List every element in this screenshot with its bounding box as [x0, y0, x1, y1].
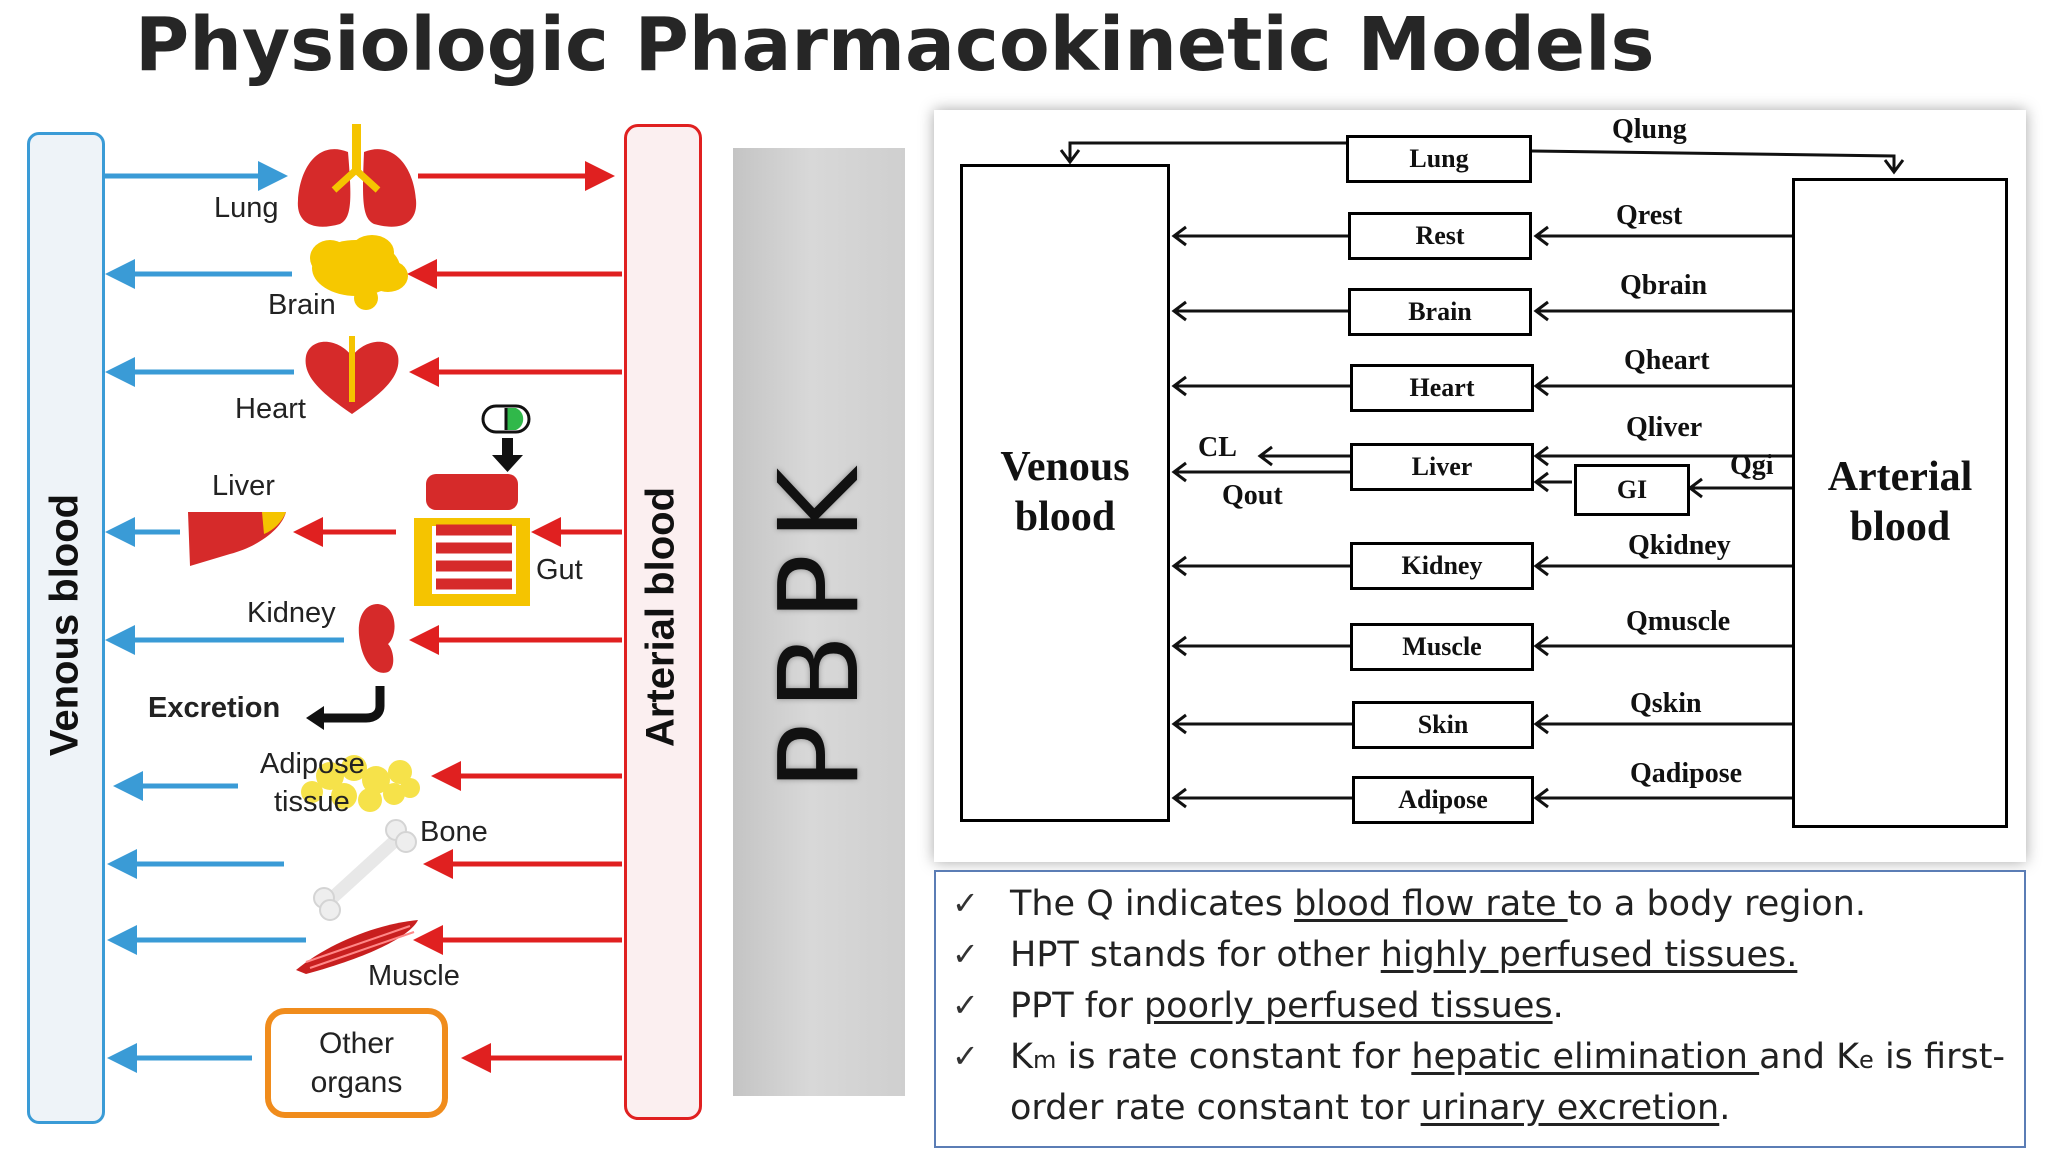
compartment-rest: Rest: [1348, 212, 1532, 260]
excretion-label: Excretion: [148, 692, 281, 724]
brain-label: Brain: [268, 289, 336, 321]
kidney-label: Kidney: [247, 597, 336, 629]
heart-icon: [305, 336, 399, 414]
flow-qout: Qout: [1222, 480, 1283, 511]
model-arterial-blood-box: Arterial blood: [1792, 178, 2008, 828]
heart-label: Heart: [235, 393, 306, 425]
adipose-icon: [301, 755, 420, 812]
compartment-adipose: Adipose: [1352, 776, 1534, 824]
muscle-label: Muscle: [368, 960, 460, 992]
gut-label: Gut: [536, 554, 583, 586]
excretion-arrow: [306, 686, 385, 730]
organ-flow-svg: [102, 124, 622, 1073]
model-venous-blood-box: Venous blood: [960, 164, 1170, 822]
pbpk-panel: PBPK: [733, 148, 905, 1096]
adipose-label-line1: Adipose: [260, 748, 365, 780]
model-arterial-blood-label: Arterial blood: [1827, 454, 1973, 550]
pbpk-label: PBPK: [755, 453, 883, 791]
flow-qmuscle: Qmuscle: [1626, 606, 1731, 637]
arterial-blood-bar: [624, 124, 702, 1120]
check-icon: ✓: [952, 884, 979, 922]
lung-label: Lung: [214, 192, 279, 224]
pill-icon: [481, 404, 531, 434]
flow-qlung: Qlung: [1612, 114, 1687, 145]
adipose-label-line2: tissue: [274, 786, 350, 818]
compartment-brain: Brain: [1348, 288, 1532, 336]
compartment-liver: Liver: [1350, 443, 1534, 491]
compartment-heart: Heart: [1350, 364, 1534, 412]
pill-down-arrow: [492, 438, 523, 472]
bone-label: Bone: [420, 816, 488, 848]
flow-qliver: Qliver: [1626, 412, 1703, 443]
flow-qrest: Qrest: [1616, 200, 1683, 231]
muscle-icon: [296, 920, 418, 974]
compartment-gi: GI: [1574, 464, 1690, 516]
lung-icon: [297, 124, 417, 227]
flow-cl: CL: [1198, 432, 1237, 463]
liver-icon: [188, 512, 286, 566]
check-icon: ✓: [952, 986, 979, 1024]
brain-icon: [310, 235, 408, 310]
kidney-icon: [358, 604, 395, 673]
check-icon: ✓: [952, 935, 979, 973]
note-5: order rate constant tor urinary excretio…: [1010, 1088, 1731, 1128]
pbpk-model-diagram: Venous blood Arterial blood Lung Rest Br…: [934, 110, 2026, 862]
liver-label: Liver: [212, 470, 275, 502]
note-2: HPT stands for other highly perfused tis…: [1010, 935, 1798, 975]
flow-qheart: Qheart: [1624, 345, 1710, 376]
compartment-muscle: Muscle: [1350, 623, 1534, 671]
flow-qbrain: Qbrain: [1620, 270, 1708, 301]
bone-icon: [313, 819, 417, 921]
model-venous-blood-label: Venous blood: [1000, 444, 1130, 540]
flow-qgi: Qgi: [1730, 450, 1774, 481]
note-3: PPT for poorly perfused tissues.: [1010, 986, 1564, 1026]
compartment-lung: Lung: [1346, 135, 1532, 183]
notes-box: ✓ The Q indicates blood flow rate to a b…: [934, 870, 2026, 1148]
check-icon: ✓: [952, 1037, 979, 1075]
page-title: Physiologic Pharmacokinetic Models: [135, 2, 1655, 88]
flow-qadipose: Qadipose: [1630, 758, 1743, 789]
flow-qskin: Qskin: [1630, 688, 1702, 719]
flow-qkidney: Qkidney: [1628, 530, 1731, 561]
compartment-skin: Skin: [1352, 701, 1534, 749]
gut-icon: [414, 474, 530, 606]
note-1: The Q indicates blood flow rate to a bod…: [1010, 884, 1866, 924]
note-4: Km is rate constant for hepatic eliminat…: [1010, 1037, 2006, 1077]
model-lines-svg: [1059, 141, 1905, 809]
compartment-kidney: Kidney: [1350, 542, 1534, 590]
venous-blood-bar: [27, 132, 105, 1124]
other-organs-box: Other organs: [265, 1008, 448, 1118]
